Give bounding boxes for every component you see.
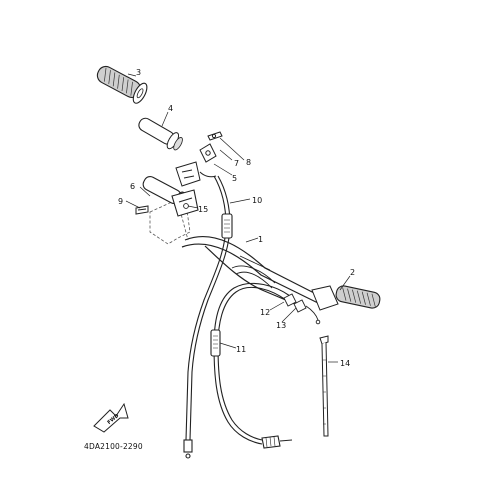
- handlebar: [181, 235, 321, 307]
- callout-1: 1: [258, 235, 263, 244]
- throttle-tube: [138, 117, 183, 151]
- throttle-pulley: [199, 143, 217, 163]
- callout-13: 13: [276, 321, 286, 330]
- connector-13: [293, 299, 321, 325]
- callout-10: 10: [252, 196, 262, 205]
- callout-2: 2: [350, 268, 355, 277]
- callout-11: 11: [236, 345, 246, 354]
- callout-5: 5: [232, 174, 237, 183]
- callout-14: 14: [340, 359, 350, 368]
- adjuster-screw-8: [207, 131, 223, 141]
- housing-bolt-15: [183, 203, 189, 209]
- callout-6: 6: [130, 182, 135, 191]
- callout-8: 8: [246, 158, 251, 167]
- throttle-housing-lower: [142, 175, 199, 217]
- callout-3: 3: [136, 68, 141, 77]
- connector-12: [283, 293, 297, 307]
- throttle-cable: [183, 171, 233, 459]
- screw-9: [135, 205, 149, 215]
- callout-15: 15: [198, 205, 208, 214]
- leader-lines: [125, 73, 351, 363]
- callout-9: 9: [118, 197, 123, 206]
- callout-labels: 1 2 3 4 5 6 7 8 9 10 11 12 13 14 15: [118, 68, 355, 368]
- callout-12: 12: [260, 308, 270, 317]
- part-code: 4DA2100-2290: [84, 442, 143, 451]
- right-grip: [311, 285, 381, 311]
- throttle-housing-upper: [175, 161, 201, 187]
- control-cable: [210, 282, 293, 449]
- left-grip: [96, 65, 148, 104]
- callout-7: 7: [234, 159, 239, 168]
- callout-4: 4: [168, 104, 173, 113]
- cable-tie: [319, 335, 329, 437]
- fwd-arrow-icon: FWD: [93, 402, 129, 433]
